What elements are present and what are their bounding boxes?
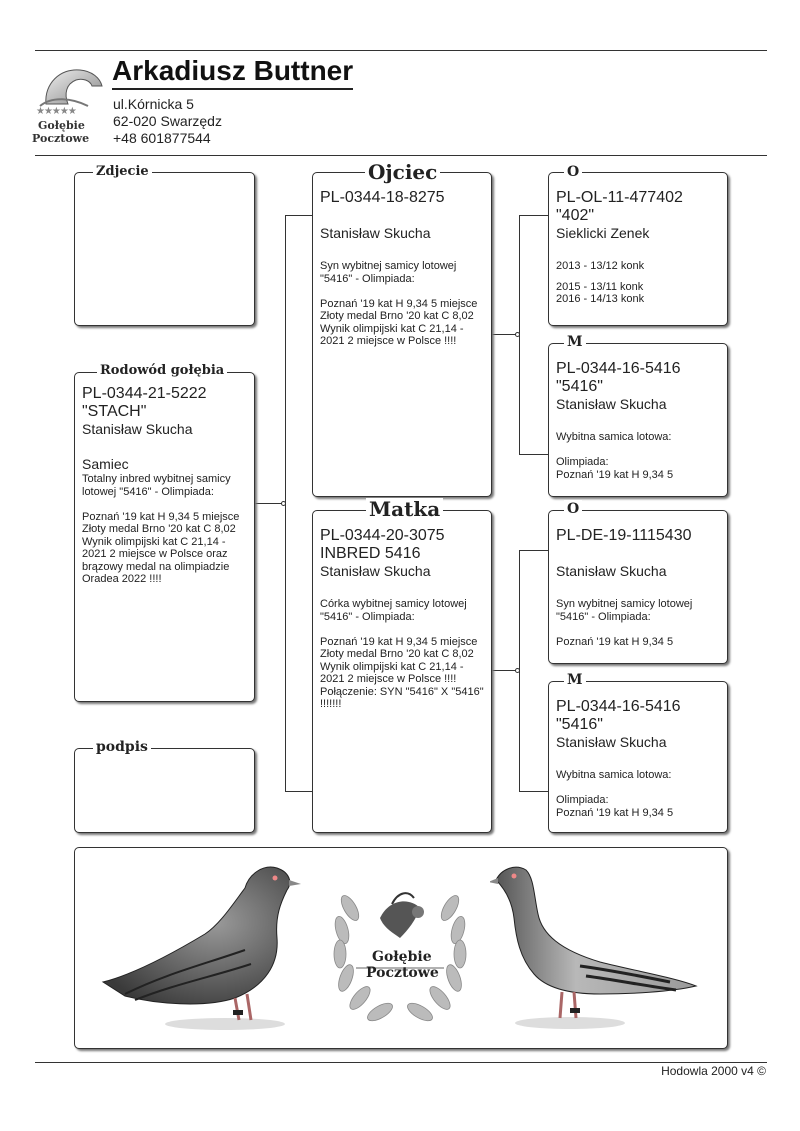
photo-box[interactable]: [74, 172, 255, 326]
laurel-logo-icon: [333, 892, 467, 1022]
father-father-results-1: 2013 - 13/12 konk: [556, 260, 645, 272]
owner-name: Arkadiusz Buttner: [112, 55, 354, 90]
owner-city: 62-020 Swarzędz: [113, 113, 222, 129]
mother-mother-description: Wybitna samica lotowa: Olimpiada: Poznań…: [556, 769, 674, 819]
father-father-name: "402": [556, 207, 595, 224]
mother-father-ring: PL-DE-19-1115430: [556, 527, 692, 544]
logo-word-2: Pocztowe: [32, 132, 90, 145]
father-mother-legend: M: [564, 333, 586, 351]
mother-breeder: Stanisław Skucha: [320, 563, 431, 579]
mother-box-legend: Matka: [366, 498, 444, 520]
owner-street: ul.Kórnicka 5: [113, 96, 194, 112]
mother-ring: PL-0344-20-3075: [320, 527, 445, 544]
mother-father-description: Syn wybitnej samicy lotowej "5416" - Oli…: [556, 598, 693, 648]
club-logo: ★★★★★ Gołębie Pocztowe: [32, 56, 108, 148]
father-father-results-2: 2015 - 13/11 konk 2016 - 14/13 konk: [556, 280, 645, 306]
signature-box-legend: podpis: [93, 738, 151, 756]
father-box-legend: Ojciec: [365, 161, 441, 183]
pigeon-sex: Samiec: [82, 456, 129, 472]
pigeon-left-icon: [101, 866, 301, 1030]
father-mother-description: Wybitna samica lotowa: Olimpiada: Poznań…: [556, 431, 674, 481]
photo-box-legend: Zdjecie: [93, 163, 152, 181]
mother-mother-box: PL-0344-16-5416 "5416" Stanisław Skucha …: [548, 681, 728, 833]
father-mother-breeder: Stanisław Skucha: [556, 396, 667, 412]
mother-father-box: PL-DE-19-1115430 Stanisław Skucha Syn wy…: [548, 510, 728, 664]
father-mother-ring: PL-0344-16-5416: [556, 360, 681, 377]
top-rule: [35, 50, 767, 51]
mother-name: INBRED 5416: [320, 545, 421, 562]
mother-box: PL-0344-20-3075 INBRED 5416 Stanisław Sk…: [312, 510, 492, 833]
mother-mother-name: "5416": [556, 716, 603, 733]
banner-logo-word-2: Pocztowe: [366, 965, 439, 981]
pigeon-head-icon: [39, 69, 103, 107]
mother-father-breeder: Stanisław Skucha: [556, 563, 667, 579]
mother-description: Córka wybitnej samicy lotowej "5416" - O…: [320, 598, 484, 710]
father-box: PL-0344-18-8275 Stanisław Skucha Syn wyb…: [312, 172, 492, 497]
bottom-rule: [35, 1062, 767, 1063]
logo-word-1: Gołębie: [38, 119, 85, 132]
father-mother-name: "5416": [556, 378, 603, 395]
header-rule: [35, 155, 767, 156]
footer-text: Hodowla 2000 v4 ©: [661, 1064, 766, 1078]
pigeon-name: "STACH": [82, 403, 147, 420]
pigeon-box-legend: Rodowód gołębia: [97, 362, 228, 380]
father-father-breeder: Sieklicki Zenek: [556, 225, 650, 241]
pigeon-box: PL-0344-21-5222 "STACH" Stanisław Skucha…: [74, 372, 255, 702]
father-father-legend: O: [564, 163, 583, 181]
banner-logo-word-1: Gołębie: [372, 949, 432, 965]
logo-stars: ★★★★★: [36, 106, 77, 117]
mother-mother-breeder: Stanisław Skucha: [556, 734, 667, 750]
pigeon-description: Totalny inbred wybitnej samicy lotowej "…: [82, 473, 240, 585]
pigeon-right-icon: [490, 866, 698, 1029]
father-ring: PL-0344-18-8275: [320, 189, 445, 206]
father-mother-box: PL-0344-16-5416 "5416" Stanisław Skucha …: [548, 343, 728, 497]
father-breeder: Stanisław Skucha: [320, 225, 431, 241]
owner-phone: +48 601877544: [113, 130, 211, 146]
mother-mother-legend: M: [564, 671, 586, 689]
mother-mother-ring: PL-0344-16-5416: [556, 698, 681, 715]
pigeon-breeder: Stanisław Skucha: [82, 421, 193, 437]
father-description: Syn wybitnej samicy lotowej "5416" - Oli…: [320, 260, 478, 347]
father-father-box: PL-OL-11-477402 "402" Sieklicki Zenek 20…: [548, 172, 728, 326]
pigeon-ring: PL-0344-21-5222: [82, 385, 207, 402]
mother-father-legend: O: [564, 500, 583, 518]
signature-box[interactable]: [74, 748, 255, 833]
banner-box: Gołębie Pocztowe: [74, 847, 728, 1049]
father-father-ring: PL-OL-11-477402: [556, 189, 683, 206]
